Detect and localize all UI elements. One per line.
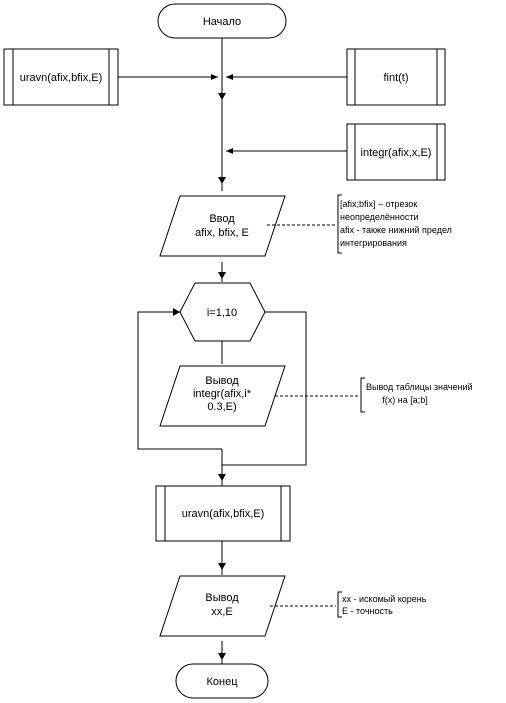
loop-label: i=1,10 <box>207 307 237 319</box>
uravn-main-label: uravn(afix,bfix,E) <box>182 508 265 520</box>
input-note-1: [afix;bfix] – отрезок <box>340 199 417 209</box>
output-table-note-1: Вывод таблицы значений <box>366 382 473 392</box>
uravn-main-process: uravn(afix,bfix,E) <box>155 485 291 542</box>
loop-back-arrow <box>173 308 180 316</box>
output-result-block: Вывод xx,E <box>159 575 286 637</box>
input-note-3: afix - также нижний предел <box>340 225 452 235</box>
output-result-annotation: xx - искомый корень E - точность <box>270 591 427 618</box>
input-label-1: Ввод <box>209 213 235 225</box>
output-result-note-1: xx - искомый корень <box>342 594 427 604</box>
input-note-2: неопределённости <box>340 212 418 222</box>
integr-label: integr(afix,x,E) <box>361 147 432 159</box>
integr-process: integr(afix,x,E) <box>346 123 446 181</box>
output-table-label-3: 0.3,E) <box>207 401 236 413</box>
arrow-down-6 <box>218 653 226 660</box>
start-terminator: Начало <box>157 3 287 39</box>
arrow-down-2 <box>218 177 226 184</box>
flow-lines <box>118 38 347 665</box>
output-table-block: Вывод integr(afix,i* 0.3,E) <box>159 365 286 427</box>
arrow-down-3 <box>218 272 226 279</box>
output-result-label-2: xx,E <box>211 606 232 618</box>
input-annotation: [afix;bfix] – отрезок неопределённости a… <box>267 194 452 254</box>
fint-label: fint(t) <box>383 72 408 84</box>
input-label-2: afix, bfix, E <box>195 227 249 239</box>
fint-process: fint(t) <box>346 48 446 106</box>
loop-block: i=1,10 <box>179 282 266 342</box>
loop-back-line <box>137 311 222 450</box>
uravn-left-label: uravn(afix,bfix,E) <box>20 72 103 84</box>
input-block: Ввод afix, bfix, E <box>159 195 286 257</box>
start-label: Начало <box>203 16 241 28</box>
output-table-annotation: Вывод таблицы значений f(x) на [a;b] <box>275 377 473 413</box>
arrow-down-5 <box>218 563 226 570</box>
output-table-label-2: integr(afix,i* <box>193 388 252 400</box>
arrow-down-4 <box>218 474 226 481</box>
uravn-left-process: uravn(afix,bfix,E) <box>3 48 119 106</box>
output-table-note-2: f(x) на [a;b] <box>382 395 427 405</box>
input-note-4: интегрирования <box>340 238 407 248</box>
output-table-label-1: Вывод <box>205 375 239 387</box>
output-result-label-1: Вывод <box>205 592 239 604</box>
arrow-heads <box>218 93 226 660</box>
arrow-down-1 <box>218 93 226 100</box>
end-terminator: Конец <box>175 663 269 699</box>
loop-exit-line <box>222 311 307 466</box>
output-result-note-2: E - точность <box>342 606 393 616</box>
end-label: Конец <box>206 676 238 688</box>
